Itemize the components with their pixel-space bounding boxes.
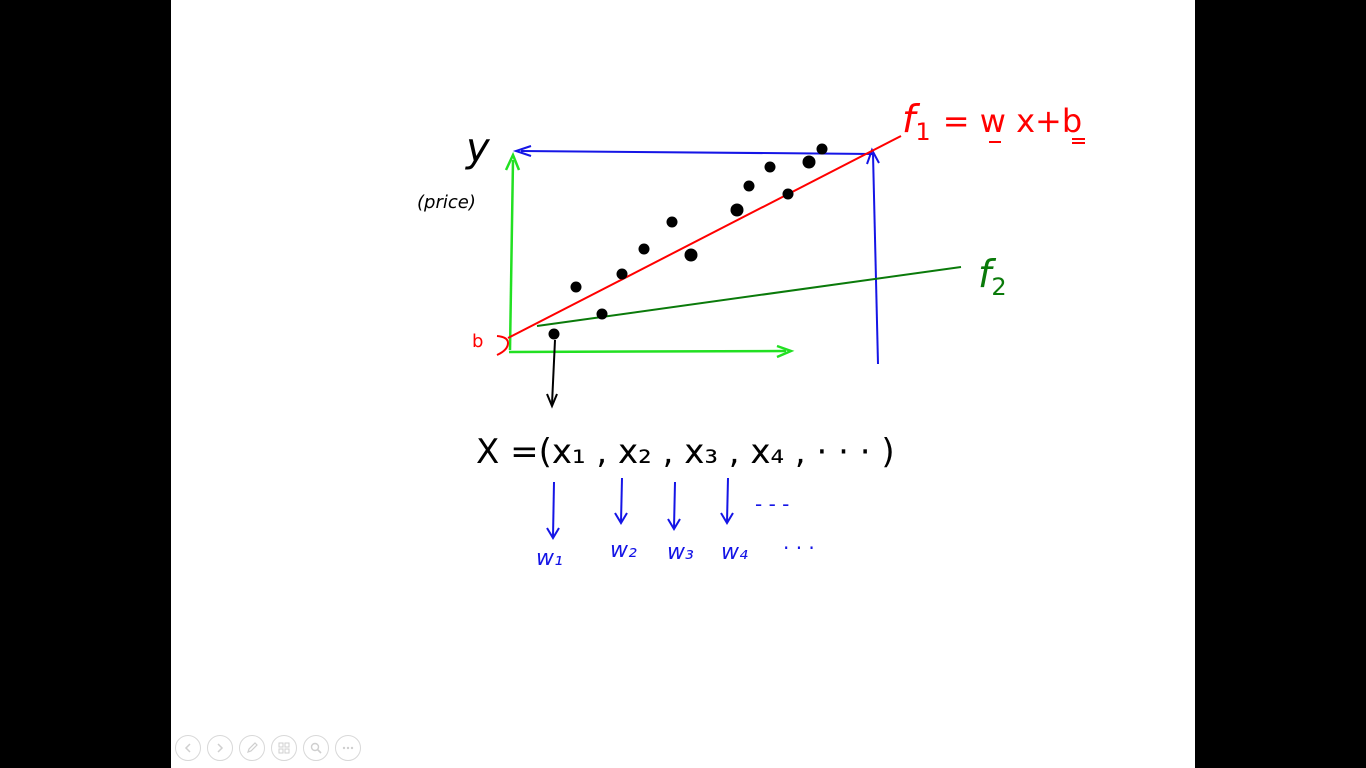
pen-tool-button[interactable] xyxy=(239,735,265,761)
x-axis-line xyxy=(508,349,787,354)
weight-ellipsis: · · · xyxy=(783,536,815,560)
point-to-vector-arrow xyxy=(551,339,556,405)
data-point xyxy=(684,248,698,262)
magnifier-icon xyxy=(310,742,322,754)
y-axis-label: y xyxy=(466,125,490,171)
f1-name: f xyxy=(902,97,916,141)
x-axis-arrowhead xyxy=(776,344,795,359)
data-point xyxy=(596,308,608,320)
x4-to-w4-arrowhead xyxy=(720,512,734,525)
weight-w1: w₁ xyxy=(536,546,563,571)
data-point xyxy=(570,281,582,293)
x3-to-w3-arrow xyxy=(673,481,676,529)
x4-to-w4-arrow xyxy=(726,477,729,523)
data-point xyxy=(816,143,828,155)
x1-to-w1-arrow xyxy=(552,481,555,538)
data-point xyxy=(666,216,678,228)
ellipsis-icon xyxy=(342,746,354,750)
f1-equation: = w x+b xyxy=(942,102,1083,140)
feature-vector: X =(x₁ , x₂ , x₃ , x₄ , · · · ) xyxy=(476,432,895,472)
x3-to-w3-arrowhead xyxy=(667,518,681,531)
intercept-bracket xyxy=(496,335,510,356)
pen-icon xyxy=(247,742,258,753)
x2-to-w2-arrowhead xyxy=(614,512,628,525)
arrow-left-icon xyxy=(184,743,191,753)
see-all-slides-button[interactable] xyxy=(271,735,297,761)
horizontal-projection-arrowhead xyxy=(512,145,532,157)
grid-icon xyxy=(278,742,290,754)
data-point xyxy=(743,180,755,192)
ink-drawing xyxy=(496,135,1085,540)
y-axis-line xyxy=(508,159,515,351)
data-point xyxy=(638,243,650,255)
f1-subscript: 1 xyxy=(915,118,931,146)
y-axis-note: (price) xyxy=(417,192,476,213)
next-slide-button[interactable] xyxy=(207,735,233,761)
data-point xyxy=(802,155,816,169)
arrow-right-icon xyxy=(217,743,224,753)
feature-weight-arrows xyxy=(546,477,734,540)
f2-line xyxy=(536,266,962,327)
zoom-button[interactable] xyxy=(303,735,329,761)
vertical-projection-line xyxy=(872,153,879,365)
slide-canvas: y (price) b f1 = w x+b f2 X =(x₁ , x₂ , … xyxy=(171,0,1195,768)
weight-w4: w₄ xyxy=(721,540,748,565)
data-point xyxy=(764,161,776,173)
f2-subscript: 2 xyxy=(991,273,1007,301)
f1-line xyxy=(507,135,902,339)
data-point xyxy=(548,328,560,340)
slideshow-nav-bar xyxy=(175,732,361,764)
y-axis-arrowhead xyxy=(504,151,521,171)
intercept-label: b xyxy=(472,331,484,352)
data-point xyxy=(616,268,628,280)
point-to-vector-arrowhead xyxy=(546,393,558,409)
weight-dots-dashes: - - - xyxy=(755,492,790,516)
more-options-button[interactable] xyxy=(335,735,361,761)
data-point xyxy=(782,188,794,200)
f2-name: f xyxy=(978,252,992,296)
f1-label: f1 = w x+b xyxy=(902,100,1082,144)
weight-w2: w₂ xyxy=(610,538,637,563)
data-point xyxy=(730,203,744,217)
previous-slide-button[interactable] xyxy=(175,735,201,761)
horizontal-projection-line xyxy=(520,150,874,155)
data-points xyxy=(548,143,828,340)
x2-to-w2-arrow xyxy=(620,477,623,523)
f2-label: f2 xyxy=(978,255,1007,299)
weight-w3: w₃ xyxy=(667,540,694,565)
x1-to-w1-arrowhead xyxy=(546,527,560,540)
